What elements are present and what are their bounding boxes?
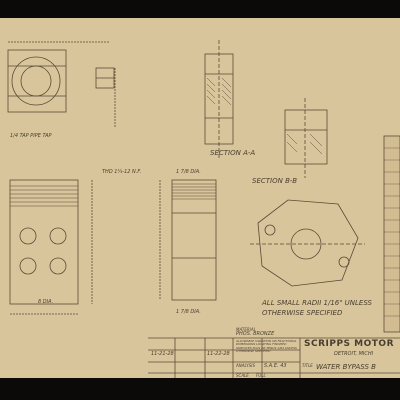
thread-note: THD 1¼-12 N.F. bbox=[102, 169, 142, 175]
section-a-label: SECTION A-A bbox=[210, 149, 256, 157]
company-location: DETROIT, MICHI bbox=[334, 351, 374, 357]
tolerance-note: ALLOWABLE VARIATION ON FRACTIONAL DIMENS… bbox=[236, 339, 297, 353]
date-2: 11-22-28 bbox=[207, 351, 230, 357]
bore-circle-outer bbox=[11, 56, 61, 106]
flange-bore bbox=[290, 228, 322, 260]
flange-outline bbox=[257, 199, 359, 287]
scale-value: FULL bbox=[256, 373, 266, 378]
pipe-tap-note: 1/4 TAP PIPE TAP bbox=[10, 133, 52, 139]
part-title: WATER BYPASS B bbox=[316, 363, 376, 371]
top-left-view bbox=[7, 49, 67, 113]
company-name: SCRIPPS MOTOR bbox=[304, 339, 395, 349]
dia-left-note: 8 DIA. bbox=[38, 299, 54, 305]
scale-label: SCALE bbox=[236, 373, 249, 378]
radii-note-line2: OTHERWISE SPECIFIED bbox=[262, 309, 343, 317]
dia-top-note: 1 7/8 DIA. bbox=[176, 169, 201, 175]
bore-circle-inner bbox=[20, 65, 52, 97]
left-elevation bbox=[9, 179, 79, 305]
analysis-value: S.A.E. 43 bbox=[264, 363, 287, 369]
date-1: 11-21-28 bbox=[151, 351, 174, 357]
drawing-linework bbox=[7, 40, 400, 378]
material-label: MATERIAL bbox=[236, 327, 256, 332]
analysis-label: ANALYSIS bbox=[236, 363, 256, 368]
blueprint-sheet: 1/4 TAP PIPE TAP THD 1¼-12 N.F. 1 7/8 DI… bbox=[0, 18, 400, 378]
radii-note-line1: ALL SMALL RADII 1/16" UNLESS bbox=[262, 299, 372, 307]
dia-bottom-note: 1 7/8 DIA. bbox=[176, 309, 201, 315]
section-b-label: SECTION B-B bbox=[252, 177, 298, 185]
material-value: PHOS. BRONZE bbox=[236, 331, 275, 337]
threaded-part bbox=[171, 179, 217, 301]
section-b-outline bbox=[284, 109, 328, 165]
revision-panel bbox=[383, 135, 400, 333]
title-label: TITLE bbox=[302, 363, 313, 368]
